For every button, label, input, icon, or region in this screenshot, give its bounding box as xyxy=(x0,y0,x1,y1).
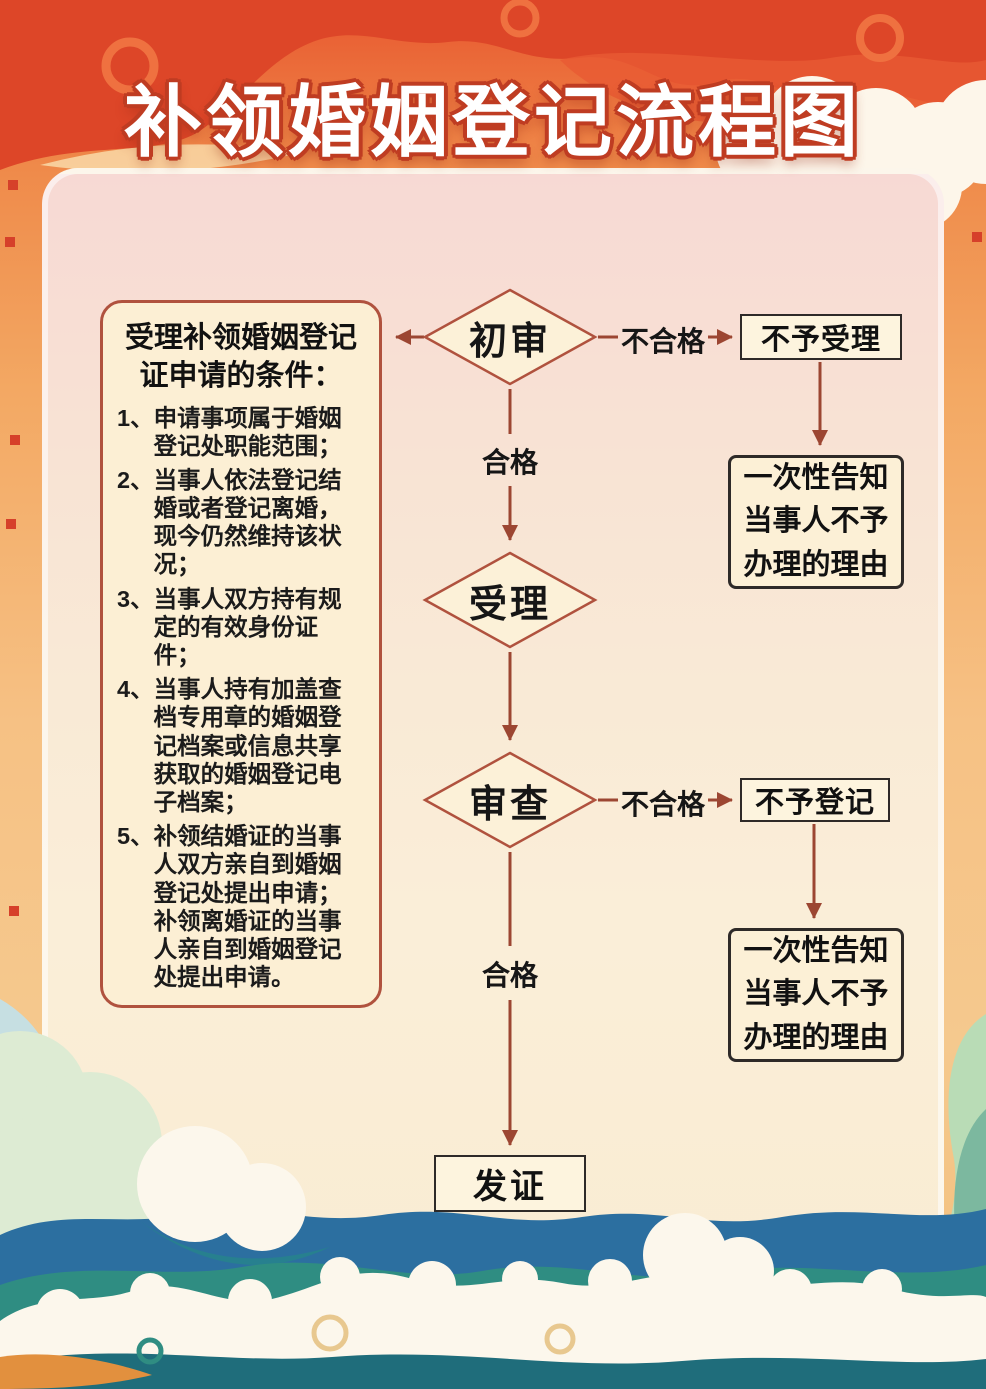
node-accept: 受理 xyxy=(422,550,598,650)
label-unqualified-bottom: 不合格 xyxy=(620,789,705,820)
confetti-square xyxy=(5,237,15,247)
conditions-box: 受理补领婚姻登记 证申请的条件： 1、 申请事项属于婚姻登记处职能范围； 2、 … xyxy=(100,300,382,1009)
condition-item: 5、 补领结婚证的当事人双方亲自到婚姻登记处提出申请；补领离婚证的当事人亲自到婚… xyxy=(117,822,365,991)
label-unqualified-top: 不合格 xyxy=(620,326,705,357)
conditions-heading: 受理补领婚姻登记 证申请的条件： xyxy=(124,322,357,393)
poster-title: 补领婚姻登记流程图 xyxy=(123,78,862,166)
condition-item: 1、 申请事项属于婚姻登记处职能范围； xyxy=(117,404,365,460)
confetti-square xyxy=(9,906,19,916)
node-notice-bottom: 一次性告知 当事人不予 办理的理由 xyxy=(728,928,904,1062)
condition-item-text: 当事人依法登记结婚或者登记离婚，现今仍然维持该状况； xyxy=(153,466,342,578)
condition-item-number: 1、 xyxy=(117,404,154,431)
condition-item-number: 2、 xyxy=(117,466,154,493)
node-issue: 发证 xyxy=(434,1155,586,1212)
label-qualified-top: 合格 xyxy=(481,447,538,478)
condition-item-text: 当事人双方持有规定的有效身份证件； xyxy=(153,585,342,669)
node-not-registered: 不予登记 xyxy=(740,778,890,822)
condition-item-number: 3、 xyxy=(117,585,154,612)
condition-item-text: 申请事项属于婚姻登记处职能范围； xyxy=(153,404,342,459)
white-cloud xyxy=(716,76,986,230)
confetti-square xyxy=(6,519,16,529)
condition-item: 2、 当事人依法登记结婚或者登记离婚，现今仍然维持该状况； xyxy=(117,466,365,579)
condition-item-text: 补领结婚证的当事人双方亲自到婚姻登记处提出申请；补领离婚证的当事人亲自到婚姻登记… xyxy=(153,823,342,991)
condition-item: 3、 当事人双方持有规定的有效身份证件； xyxy=(117,585,365,670)
confetti-square xyxy=(8,180,18,190)
top-clouds-decoration xyxy=(0,0,986,230)
confetti-square xyxy=(972,232,982,242)
node-label: 受理 xyxy=(468,583,551,626)
node-review: 审查 xyxy=(422,750,598,850)
node-label: 审查 xyxy=(468,783,551,826)
diamond-shape xyxy=(422,288,598,386)
diamond-shape xyxy=(422,751,598,849)
node-notice-top: 一次性告知 当事人不予 办理的理由 xyxy=(728,455,904,589)
label-qualified-bottom: 合格 xyxy=(481,960,538,991)
diamond-shape xyxy=(422,551,598,649)
confetti-square xyxy=(10,435,20,445)
condition-item: 4、 当事人持有加盖查档专用章的婚姻登记档案或信息共享获取的婚姻登记电子档案； xyxy=(117,675,365,816)
condition-item-number: 4、 xyxy=(117,676,154,703)
condition-item-text: 当事人持有加盖查档专用章的婚姻登记档案或信息共享获取的婚姻登记电子档案； xyxy=(153,676,342,815)
node-not-accepted: 不予受理 xyxy=(740,314,902,360)
node-initial-review: 初审 xyxy=(422,287,598,387)
node-label: 初审 xyxy=(468,320,551,363)
condition-item-number: 5、 xyxy=(117,823,154,850)
